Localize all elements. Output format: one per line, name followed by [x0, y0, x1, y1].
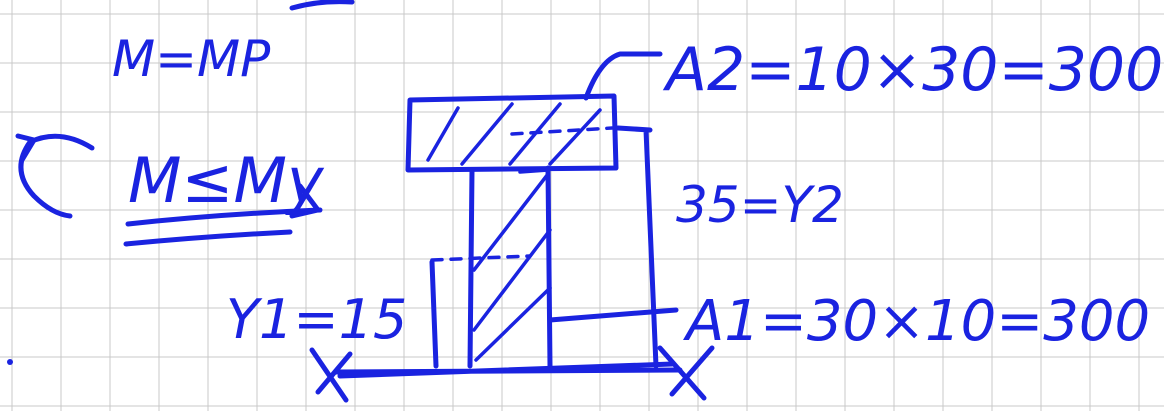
x-axis-mark-left: [309, 347, 353, 403]
label-y1: Y1=15: [226, 288, 407, 351]
flange-hatch: [426, 102, 602, 166]
stray-dot: [7, 359, 13, 365]
flange-centroid-line: [510, 126, 614, 136]
web-hatch: [472, 168, 552, 362]
stray-stroke: [289, 0, 355, 11]
label-m-my: M≤My: [128, 144, 325, 217]
moment-arrow-icon: [15, 133, 95, 219]
web-centroid-line: [430, 254, 532, 262]
double-underline: [123, 229, 293, 247]
label-m-mp: M=MP: [112, 30, 271, 88]
y1-dimension: [429, 259, 439, 369]
neutral-axis: [333, 361, 683, 379]
underline-stroke: [125, 183, 323, 227]
label-y2: 35=Y2: [676, 176, 844, 234]
label-a2: A2=10×30=300: [662, 35, 1163, 105]
web-outline: [467, 165, 553, 369]
a2-leader: [583, 51, 663, 101]
x-axis-mark-right: [657, 345, 715, 401]
flange-outline: [405, 93, 619, 173]
a1-leader: [547, 307, 679, 323]
label-a1: A1=30×10=300: [683, 289, 1150, 354]
y2-dimension: [615, 125, 659, 369]
